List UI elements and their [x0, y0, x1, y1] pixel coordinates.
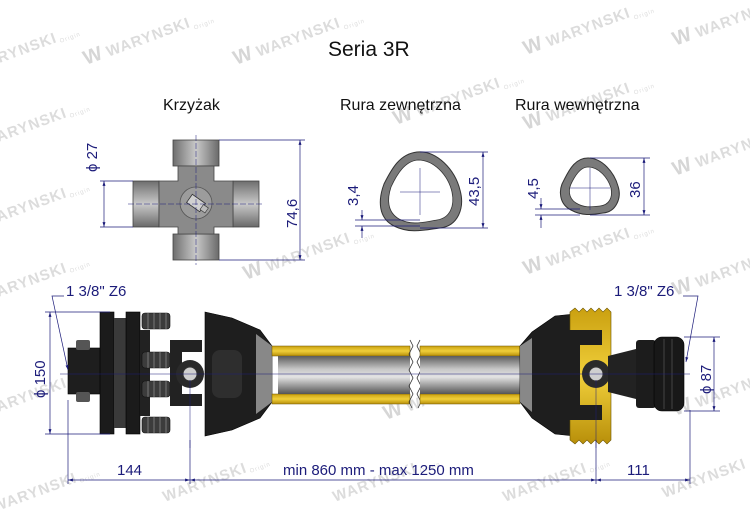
inner-tube-profile: [559, 157, 620, 216]
outer-tube-size-dimension: 43,5: [466, 176, 483, 206]
inner-tube-size-dimension: 36: [627, 181, 644, 198]
cross-length-dimension: 74,6: [284, 198, 301, 228]
right-length-dimension: 111: [627, 462, 650, 479]
left-spline-label: 1 3/8" Z6: [66, 283, 127, 300]
cross-dimensions: [100, 139, 305, 261]
inner-tube-dimensions: [535, 157, 650, 228]
outer-tube-dimensions: [355, 151, 488, 238]
inner-tube-wall-dimension: 4,5: [525, 178, 542, 199]
page-title: Seria 3R: [328, 38, 410, 61]
left-length-dimension: 144: [117, 462, 143, 479]
right-diameter-dimension: ϕ 87: [698, 364, 715, 394]
cross-label: Krzyżak: [163, 97, 220, 114]
cross-diameter-dimension: ϕ 27: [84, 142, 101, 172]
inner-tube-label: Rura wewnętrzna: [515, 97, 640, 114]
outer-tube-wall-dimension: 3,4: [345, 185, 362, 206]
shaft-assembly: [60, 307, 690, 448]
left-diameter-dimension: ϕ 150: [32, 360, 49, 398]
shaft-length-range: min 860 mm - max 1250 mm: [283, 462, 474, 479]
outer-tube-profile: [379, 151, 463, 232]
cross-joint: [128, 135, 264, 265]
shaft-dimensions: [45, 295, 720, 484]
right-spline-label: 1 3/8" Z6: [614, 283, 675, 300]
outer-tube-label: Rura zewnętrzna: [340, 97, 461, 114]
